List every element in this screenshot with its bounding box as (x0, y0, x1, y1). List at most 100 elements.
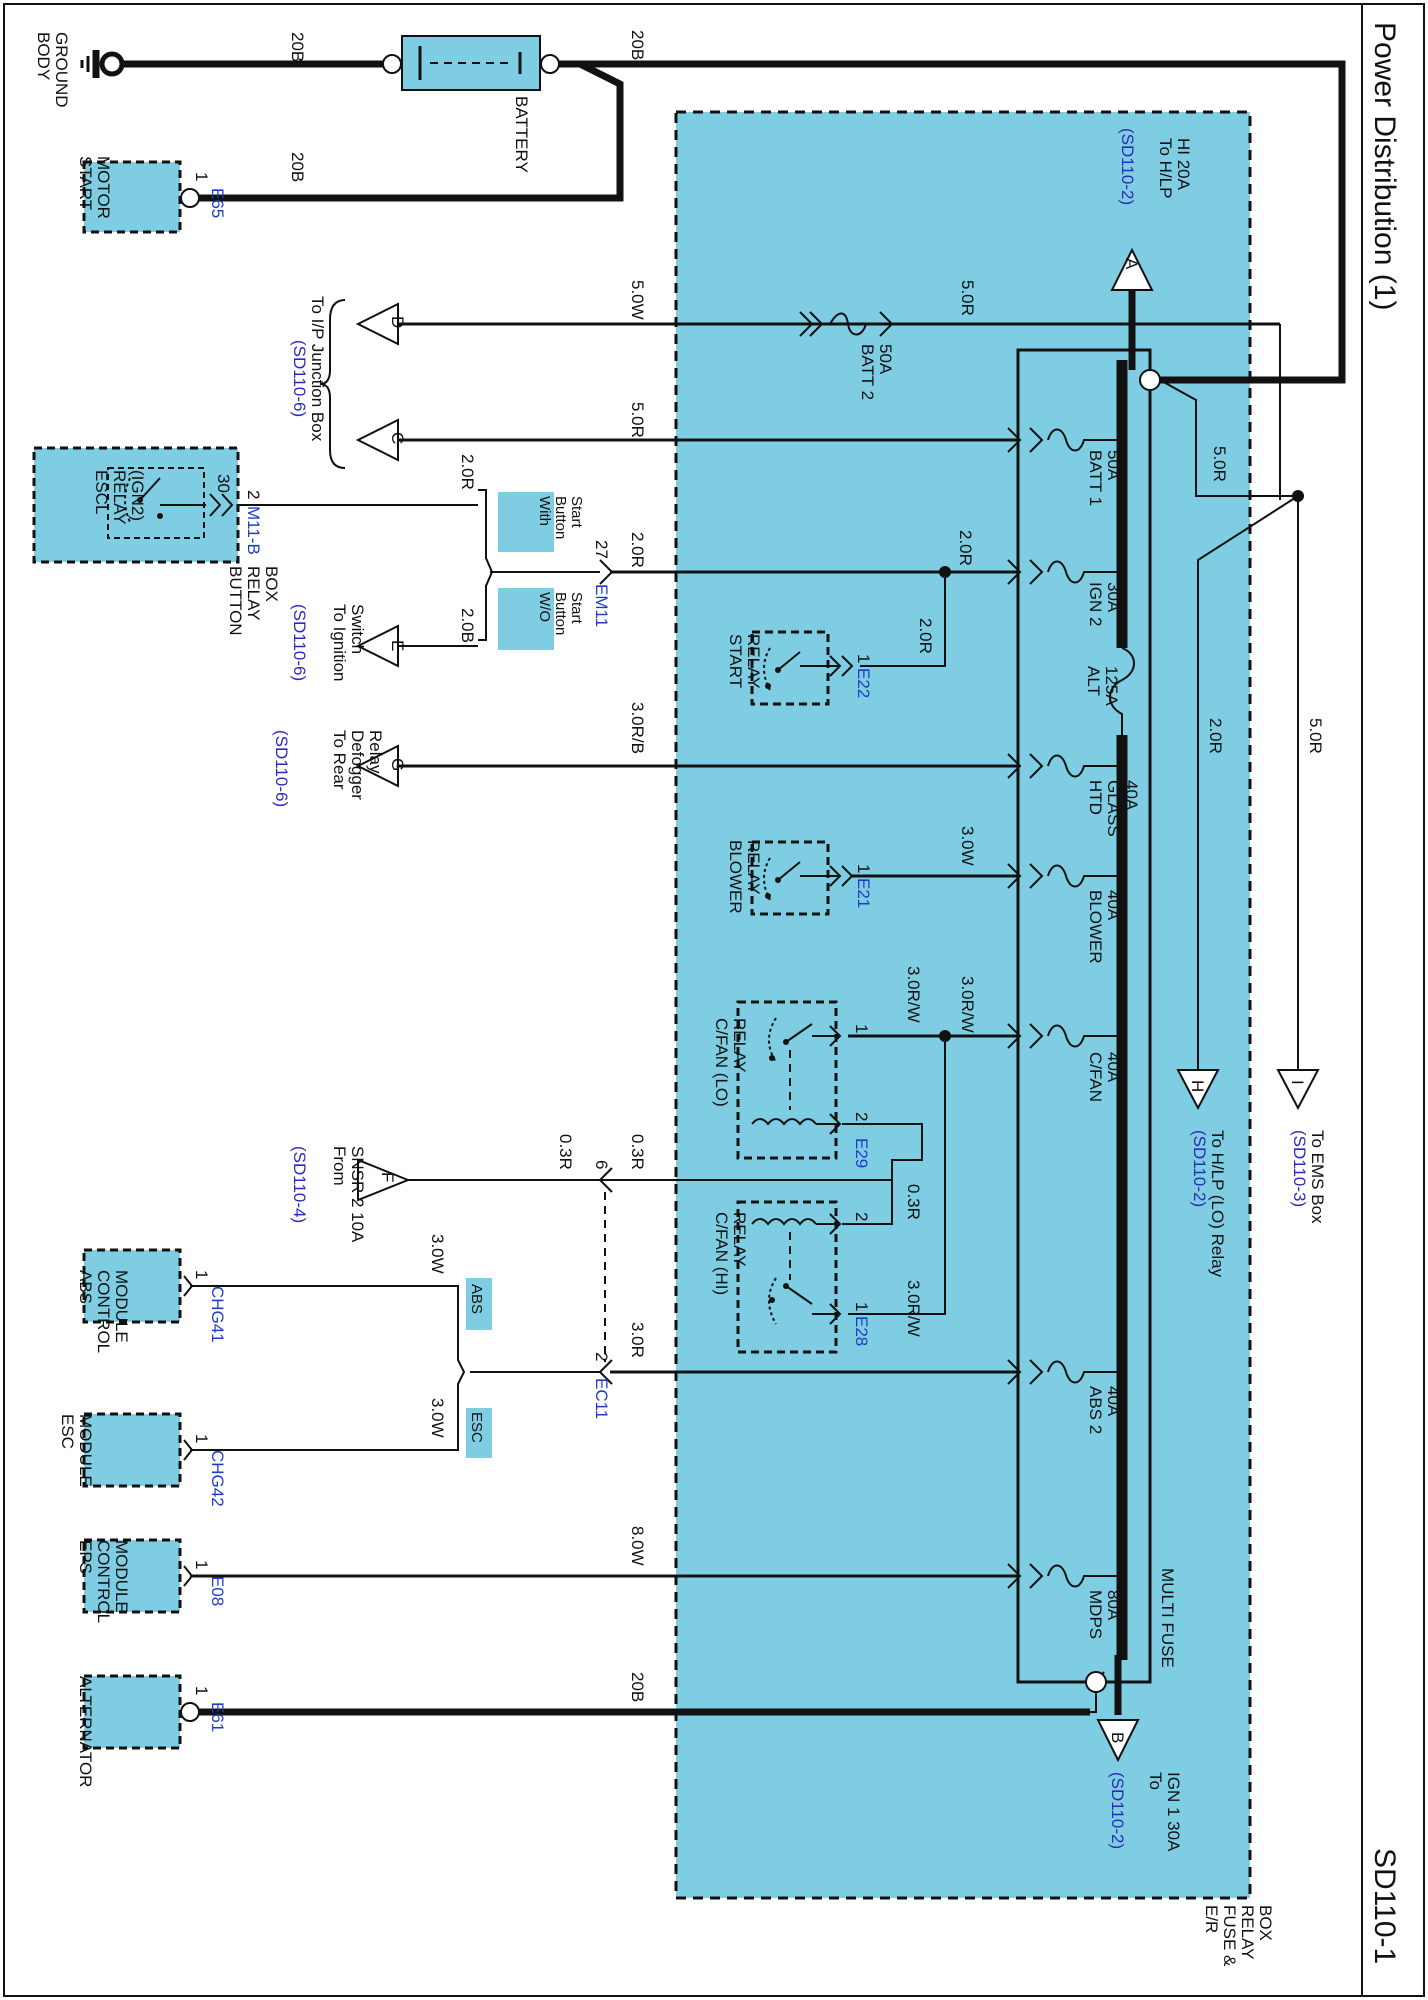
svg-text:1: 1 (192, 1686, 211, 1695)
cfan-fuse (1047, 1024, 1122, 1048)
svg-text:5.0R: 5.0R (958, 280, 977, 316)
eps-module-label: EPS CONTROL MODULE (76, 1540, 131, 1627)
terminal-g-ref: (SD110-6) (272, 730, 291, 807)
terminal-f-ref: (SD110-4) (290, 1146, 309, 1223)
svg-text:1: 1 (192, 172, 211, 181)
terminal-d (355, 302, 399, 346)
terminal-i-text: To EMS Box (1308, 1130, 1327, 1224)
svg-text:1: 1 (852, 1024, 871, 1033)
wire-20b-start: 20B (288, 152, 307, 182)
start-relay-label: START RELAY (726, 634, 763, 693)
terminal-e (355, 624, 399, 668)
terminal-g (355, 744, 399, 788)
body-ground-label: BODY GROUND (34, 32, 71, 108)
svg-text:0.3R: 0.3R (904, 1184, 923, 1220)
cfan-lo-coil-wire (605, 1123, 923, 1181)
battery-pos-terminal (540, 54, 560, 74)
wire-20b-ground: 20B (288, 32, 307, 62)
connector-e22: E22 (854, 668, 873, 698)
connector-e61: E61 (208, 1702, 227, 1732)
svg-text:2: 2 (852, 1112, 871, 1121)
wo-button-start-tag (498, 588, 554, 650)
svg-text:0.3R: 0.3R (628, 1134, 647, 1170)
cfan-lo-relay-label: C/FAN (LO) RELAY (712, 1018, 749, 1112)
page-code: SD110-1 (1368, 1848, 1401, 1964)
svg-text:2.0R: 2.0R (1206, 718, 1225, 754)
cfan-hi-relay (736, 1200, 838, 1354)
alt-label: ALT 125A (1084, 666, 1121, 706)
svg-text:H: H (1188, 1080, 1207, 1092)
terminal-i (1276, 1069, 1320, 1111)
wire-20b-battery: 20B (628, 30, 647, 60)
svg-text:1: 1 (192, 1434, 211, 1443)
cd-brace (319, 299, 346, 469)
multi-fuse-block (1016, 348, 1152, 1684)
page-title: Power Distribution (1) (1368, 22, 1401, 310)
terminal-e-text: To Ignition Switch (330, 604, 367, 686)
ign2-fuse (1047, 560, 1122, 584)
abs-control-module (82, 1248, 182, 1324)
terminal-i-ref: (SD110-3) (1290, 1130, 1309, 1207)
batt1-fuse (1047, 428, 1122, 452)
svg-text:2.0R: 2.0R (956, 530, 975, 566)
abs2-fuse (1047, 1360, 1122, 1384)
svg-text:B: B (1108, 1732, 1127, 1743)
svg-text:5.0R: 5.0R (1306, 718, 1325, 754)
wo-button-label: W/O Button Start (536, 592, 585, 640)
svg-text:2.0R: 2.0R (628, 532, 647, 568)
start-motor (82, 160, 182, 234)
mdps-label: MDPS 80A (1086, 1590, 1123, 1644)
abs-module-label: ABS CONTROL MODULE (76, 1270, 131, 1357)
svg-text:2.0B: 2.0B (458, 608, 477, 643)
terminal-b (1096, 1719, 1140, 1763)
escl-relay (107, 467, 205, 539)
svg-text:3.0R/W: 3.0R/W (904, 966, 923, 1023)
multi-fuse-label: MULTI FUSE (1158, 1568, 1177, 1668)
esc-tag (466, 1408, 492, 1458)
svg-text:A: A (1122, 258, 1141, 270)
svg-text:3.0R/W: 3.0R/W (958, 976, 977, 1033)
svg-text:3.0R/B: 3.0R/B (628, 702, 647, 754)
terminal-a-ref: (SD110-2) (1118, 128, 1137, 205)
svg-text:2.0R: 2.0R (458, 454, 477, 490)
htd-glass-fuse (1047, 754, 1122, 778)
terminal-g-text: To Rear Defogger Relay (330, 730, 385, 805)
stud-to-h (1197, 495, 1299, 1070)
alternator (82, 1674, 182, 1750)
batt2-fuse (829, 312, 867, 336)
ign2-label: IGN 2 30A (1086, 582, 1123, 631)
stud-to-i (1159, 379, 1299, 1070)
button-relay-box-label: BUTTON RELAY BOX (226, 566, 281, 640)
svg-text:20B: 20B (628, 1672, 647, 1702)
battery-neg-terminal (382, 54, 402, 74)
connector-em11: EM11 (592, 584, 611, 627)
svg-text:1: 1 (854, 864, 873, 873)
ground-icon (99, 51, 125, 77)
start-relay-feed (860, 572, 946, 667)
svg-text:1: 1 (192, 1560, 211, 1569)
alt-fuse-symbol (1109, 647, 1135, 735)
blower-relay-label: BLOWER RELAY (726, 840, 763, 918)
option-brace (478, 489, 494, 641)
abs-option: ABS (468, 1284, 485, 1314)
alt-stud (1085, 1671, 1107, 1693)
connector-chg41: CHG41 (208, 1286, 227, 1343)
connector-e08: E08 (208, 1576, 227, 1606)
battery-label: BATTERY (512, 96, 531, 173)
alternator-label: ALTERNATOR (76, 1676, 95, 1787)
svg-text:3.0W: 3.0W (428, 1398, 447, 1438)
connector-ec11: EC11 (592, 1378, 611, 1419)
blower-relay (750, 840, 830, 916)
svg-text:8.0W: 8.0W (628, 1526, 647, 1566)
abs2-label: ABS 2 40A (1086, 1386, 1123, 1439)
svg-text:2: 2 (592, 1352, 611, 1361)
esc-module-label: ESC MODULE (58, 1414, 95, 1487)
terminal-f (357, 1158, 411, 1202)
abs-tag (466, 1278, 492, 1330)
svg-text:0.3R: 0.3R (556, 1134, 575, 1170)
svg-text:5.0R: 5.0R (1210, 446, 1229, 482)
svg-text:3.0W: 3.0W (428, 1234, 447, 1274)
svg-text:30: 30 (214, 474, 233, 493)
cfan-label: C/FAN 40A (1086, 1052, 1123, 1107)
